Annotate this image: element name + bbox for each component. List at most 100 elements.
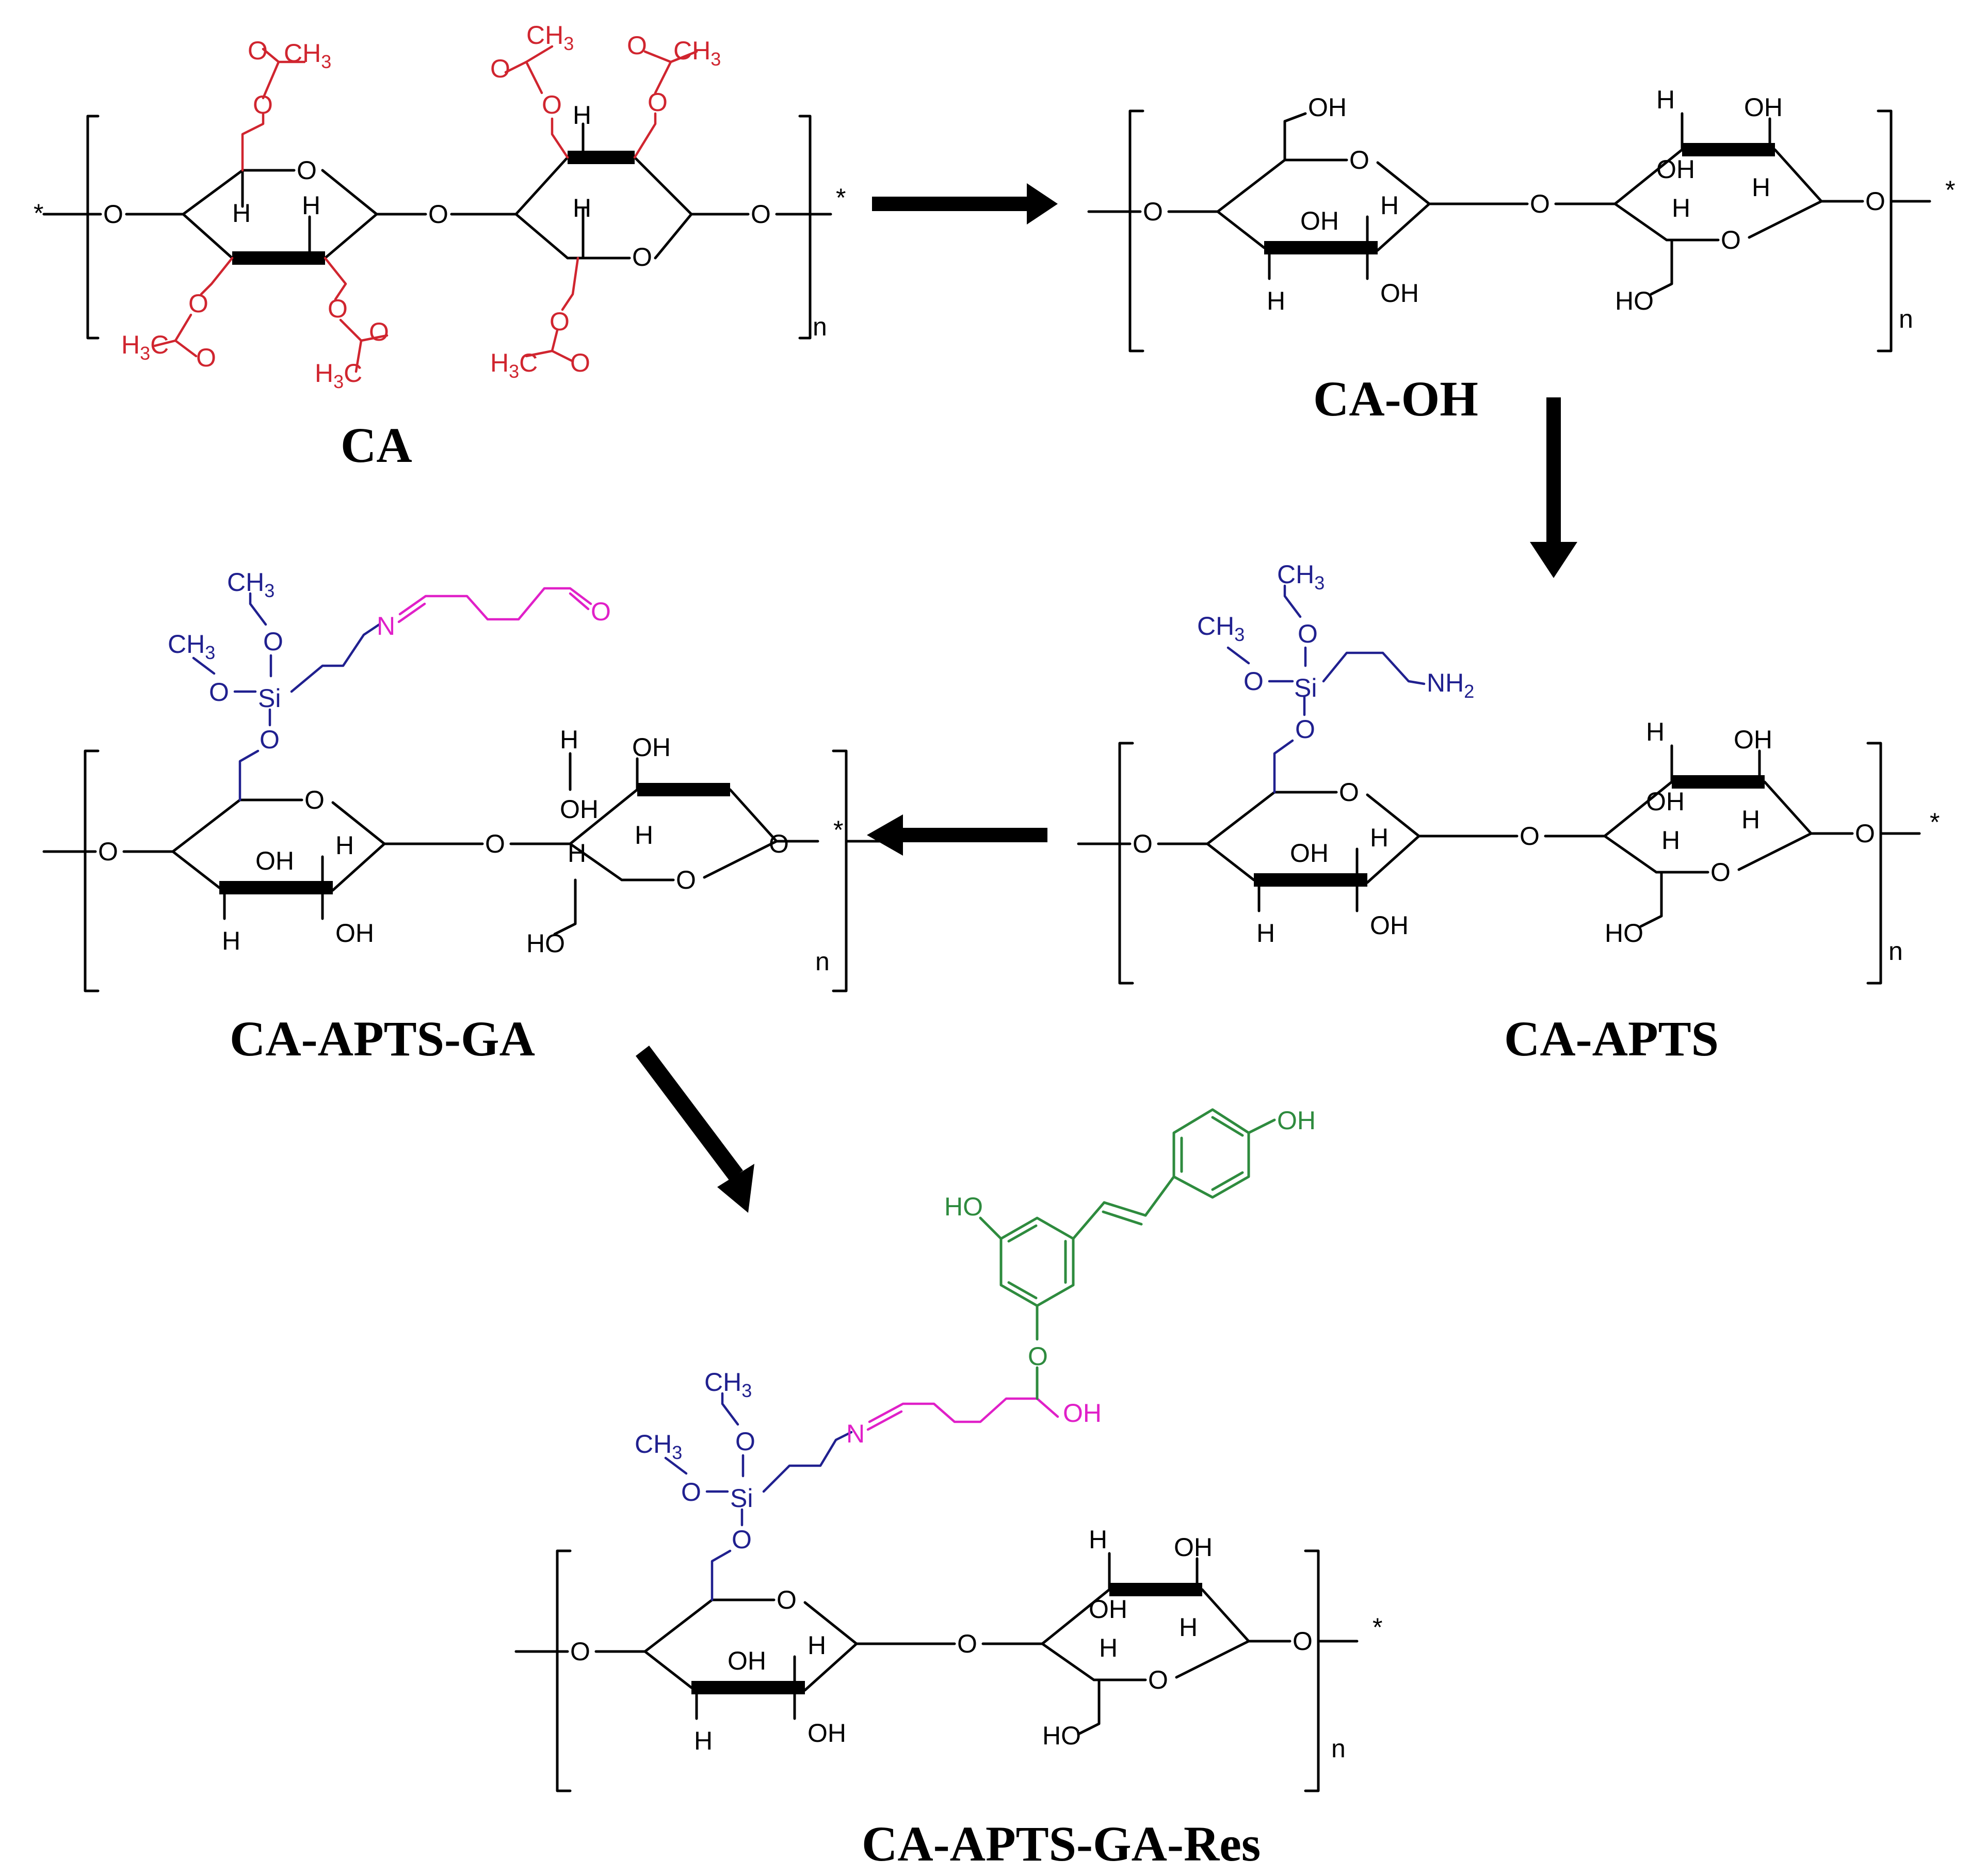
h-atom: H [573, 194, 591, 222]
h-atom: H [1099, 1633, 1118, 1662]
h-atom: H [1661, 826, 1680, 855]
o-ring: O [297, 156, 317, 185]
ch3-silane: CH3 [635, 1430, 682, 1463]
o-glycosidic: O [957, 1629, 977, 1658]
star-right: * [836, 183, 846, 212]
o-silane: O [735, 1427, 755, 1456]
o-acetyl: O [570, 348, 590, 377]
si-atom: Si [1294, 674, 1317, 702]
o-silane: O [260, 725, 280, 754]
n-imine: N [377, 612, 395, 640]
o-end-left: O [1133, 829, 1153, 858]
o-ring: O [1148, 1665, 1168, 1694]
label-ca-apts-ga: CA-APTS-GA [230, 1011, 535, 1066]
h-atom: H [302, 191, 320, 220]
oh-group: OH [1308, 93, 1347, 122]
o-ring: O [676, 865, 696, 894]
label-ca: CA [341, 418, 412, 473]
h-atom: H [573, 101, 591, 130]
o-end-left: O [1143, 197, 1163, 226]
h-atom: H [1267, 286, 1285, 315]
o-acetyl: O [248, 36, 268, 65]
star-right: * [1945, 175, 1955, 204]
o-end-left: O [103, 200, 123, 229]
o-acetyl: O [627, 31, 647, 60]
o-acetyl: O [490, 54, 510, 83]
o-end-right: O [769, 829, 789, 858]
o-ring: O [632, 243, 652, 271]
o-ring: O [1710, 858, 1731, 887]
nh2-group: NH2 [1427, 668, 1474, 702]
si-atom: Si [258, 684, 281, 713]
o-silane: O [1295, 715, 1315, 744]
ho-group: HO [1615, 286, 1654, 315]
o-ether: O [1028, 1342, 1048, 1371]
h-atom: H [335, 831, 354, 860]
h3c-acetyl: H3C [315, 359, 362, 392]
ch3-silane: CH3 [704, 1368, 752, 1401]
o-silane: O [263, 627, 283, 656]
arrow-caoh-to-capts [1530, 397, 1577, 578]
h-atom: H [222, 926, 240, 955]
h-atom: H [808, 1631, 826, 1660]
oh-group: OH [1300, 206, 1339, 235]
ch3-acetyl: CH3 [673, 36, 721, 70]
ca-apts-ga-res-structure: O O O O O * n OH H H OH H OH OH H H HO O… [516, 1106, 1382, 1791]
o-ring: O [1349, 146, 1369, 174]
o-glycosidic: O [428, 200, 448, 229]
label-ca-apts-ga-res: CA-APTS-GA-Res [862, 1816, 1261, 1871]
h-atom: H [1179, 1613, 1198, 1642]
h-atom: H [1256, 919, 1275, 948]
o-aldehyde: O [591, 597, 611, 626]
o-end-right: O [1293, 1627, 1313, 1656]
ho-group: HO [944, 1192, 983, 1221]
o-acetyl: O [196, 343, 216, 372]
o-silane: O [732, 1525, 752, 1554]
o-acetyl: O [328, 294, 348, 323]
ca-structure: * O O H H O H H O O * n O O CH3 O H3C O … [34, 21, 846, 392]
oh-group: OH [1370, 911, 1409, 940]
o-silane: O [1244, 667, 1264, 696]
o-acetyl: O [648, 88, 668, 117]
oh-group: OH [1290, 839, 1329, 868]
arrow-captsga-to-res [636, 1046, 754, 1213]
ch3-acetyl: CH3 [284, 39, 331, 72]
n-subscript: n [1331, 1734, 1346, 1763]
h-atom: H [232, 199, 251, 228]
oh-group: OH [335, 919, 374, 948]
h-atom: H [560, 725, 578, 754]
star-right: * [1930, 808, 1940, 837]
o-glycosidic: O [485, 829, 505, 858]
oh-group: OH [1646, 787, 1685, 816]
oh-group: OH [560, 795, 599, 824]
o-ring: O [777, 1585, 797, 1614]
o-end-right: O [1855, 819, 1875, 848]
arrow-capts-to-captsga [867, 814, 1047, 856]
oh-group: OH [728, 1646, 766, 1675]
h-atom: H [568, 839, 586, 868]
h-atom: H [1752, 173, 1770, 202]
star-left: * [34, 199, 43, 228]
o-acetyl: O [369, 317, 389, 346]
o-end-left: O [570, 1637, 590, 1666]
h-atom: H [1672, 194, 1690, 222]
h-atom: H [635, 821, 653, 849]
oh-group: OH [1174, 1533, 1213, 1562]
o-ring: O [1339, 778, 1359, 807]
o-acetyl: O [253, 90, 273, 119]
n-subscript: n [813, 312, 827, 341]
o-ring: O [1721, 226, 1741, 254]
h-atom: H [1656, 85, 1675, 114]
h-atom: H [1741, 805, 1760, 834]
o-end-left: O [98, 837, 118, 866]
h-atom: H [694, 1726, 713, 1755]
ho-group: HO [1605, 919, 1643, 948]
n-subscript: n [815, 947, 830, 976]
ch3-silane: CH3 [168, 630, 215, 663]
h-atom: H [1089, 1525, 1107, 1554]
oh-group: OH [1277, 1106, 1316, 1135]
oh-group: OH [1734, 725, 1772, 754]
o-end-right: O [1865, 187, 1885, 216]
o-silane: O [681, 1478, 701, 1506]
star-right: * [1373, 1613, 1382, 1642]
